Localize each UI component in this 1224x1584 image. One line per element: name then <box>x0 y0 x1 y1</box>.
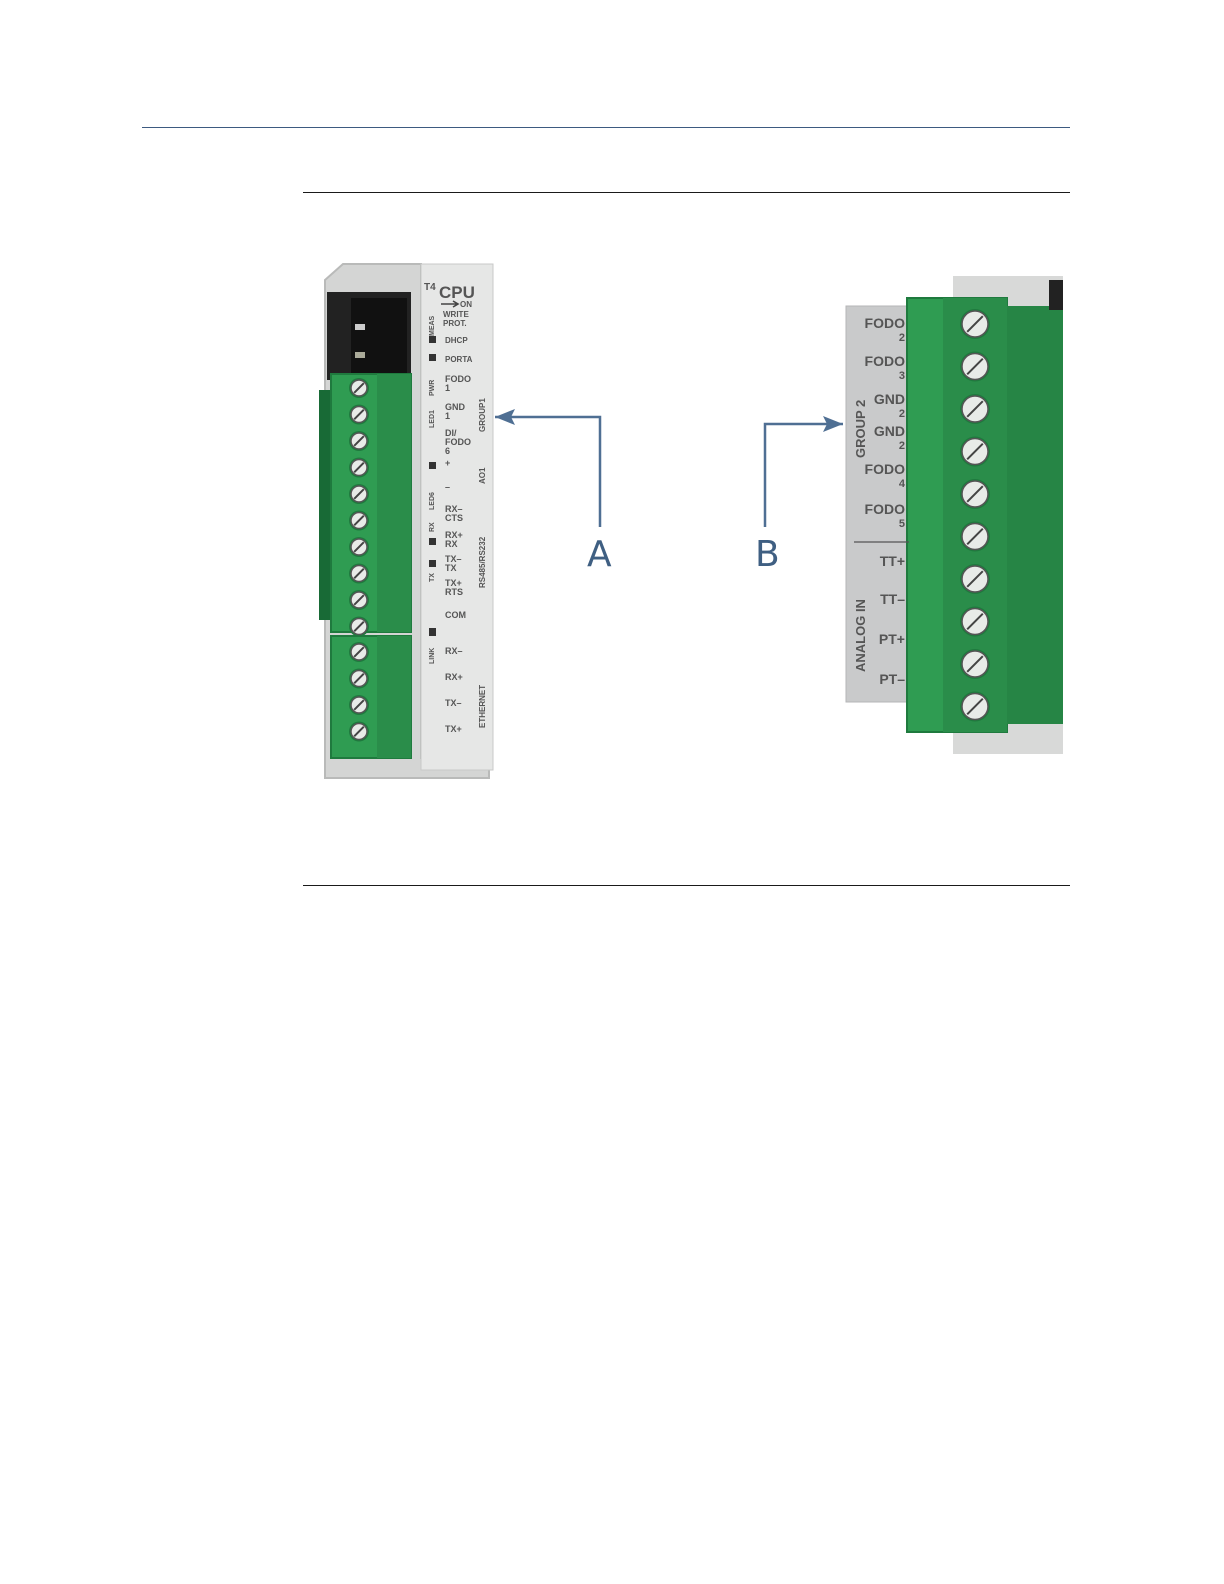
terminal-screw[interactable] <box>349 537 369 557</box>
cpu-terminal-label: TX– <box>445 698 462 708</box>
cpu-terminal-label: TX+ <box>445 724 462 734</box>
cpu-terminal-label: 1 <box>445 411 450 421</box>
cpu-ethernet-label: ETHERNET <box>478 685 487 728</box>
cpu-porta-label: PORTA <box>445 355 473 364</box>
terminal-screw[interactable] <box>960 437 990 467</box>
callout-a-line <box>495 417 600 527</box>
cpu-dhcp-label: DHCP <box>445 336 468 345</box>
callout-b-line <box>765 424 843 527</box>
terminal-diagram: T4 CPU ON WRITE PROT. MEAS DHCP PORTA PW… <box>303 240 1070 800</box>
led-icon <box>429 538 436 545</box>
io-module: FODO2FODO3GND2GND2FODO4FODO5TT+TT–PT+PT–… <box>846 276 1063 754</box>
terminal-screw[interactable] <box>349 722 369 742</box>
module-terminal-sublabel: 5 <box>899 518 905 530</box>
terminal-screw[interactable] <box>960 522 990 552</box>
terminal-screw[interactable] <box>349 642 369 662</box>
led-icon <box>429 560 436 567</box>
terminal-screw[interactable] <box>349 458 369 478</box>
cpu-write-label: WRITE <box>443 310 469 319</box>
module-analog-label: ANALOG IN <box>853 599 868 672</box>
led-icon <box>429 336 436 343</box>
cpu-terminal-label: RX <box>445 539 458 549</box>
module-terminal-label: GND <box>874 391 905 407</box>
module-terminal-label: FODO <box>865 315 906 331</box>
terminal-screw[interactable] <box>349 511 369 531</box>
module-terminal-label: PT+ <box>879 631 905 647</box>
cpu-meas-label: MEAS <box>429 315 436 336</box>
terminal-screw[interactable] <box>960 692 990 722</box>
module-terminal-label: FODO <box>865 461 906 477</box>
cpu-led-led6-label: LED6 <box>429 492 436 510</box>
cpu-led-led-label: LED1 <box>429 410 436 428</box>
figure-top-rule <box>303 192 1070 193</box>
terminal-screw[interactable] <box>960 394 990 424</box>
cpu-led-rx-label: RX <box>429 522 436 532</box>
terminal-screw[interactable] <box>960 564 990 594</box>
terminal-screw[interactable] <box>960 607 990 637</box>
cpu-rs-label: RS485/RS232 <box>478 536 487 588</box>
cpu-slot-label: T4 <box>424 282 436 293</box>
cpu-prot-label: PROT. <box>443 319 467 328</box>
cpu-terminal-label: + <box>445 458 450 468</box>
module-terminal-label: TT– <box>880 591 905 607</box>
terminal-screw[interactable] <box>349 431 369 451</box>
module-group-label: GROUP 2 <box>853 400 868 458</box>
module-terminal-sublabel: 2 <box>899 332 905 344</box>
module-terminal-label: FODO <box>865 501 906 517</box>
terminal-screw[interactable] <box>349 405 369 425</box>
terminal-screw[interactable] <box>349 590 369 610</box>
cpu-terminal-label: RX– <box>445 646 463 656</box>
cpu-terminal-label: TX <box>445 563 457 573</box>
cpu-terminal-label: RX+ <box>445 672 463 682</box>
terminal-screw[interactable] <box>960 309 990 339</box>
cpu-terminal-label: – <box>445 482 450 492</box>
module-terminal-sublabel: 2 <box>899 440 905 452</box>
figure-bottom-rule <box>303 885 1070 886</box>
cpu-on-label: ON <box>460 300 472 309</box>
cpu-terminal-label: 6 <box>445 446 450 456</box>
led-icon <box>429 628 436 636</box>
callout-a: A <box>587 534 612 575</box>
cpu-terminal-label: COM <box>445 610 466 620</box>
cpu-ao-label: AO1 <box>478 467 487 484</box>
module-terminal-label: TT+ <box>880 553 905 569</box>
header-rule <box>142 127 1070 128</box>
terminal-screw[interactable] <box>349 378 369 398</box>
terminal-screw[interactable] <box>349 564 369 584</box>
module-terminal-sublabel: 4 <box>899 478 906 490</box>
module-terminal-label: PT– <box>879 671 905 687</box>
figure-terminal-blocks: T4 CPU ON WRITE PROT. MEAS DHCP PORTA PW… <box>303 240 1070 800</box>
module-terminal-sublabel: 2 <box>899 408 905 420</box>
led-icon <box>429 462 436 469</box>
module-terminal-sublabel: 3 <box>899 370 905 382</box>
cpu-terminal-label: CTS <box>445 513 463 523</box>
cpu-module: T4 CPU ON WRITE PROT. MEAS DHCP PORTA PW… <box>319 264 493 778</box>
cpu-led-pwr-label: PWR <box>429 380 436 396</box>
terminal-screw[interactable] <box>349 617 369 637</box>
cpu-group-label: GROUP1 <box>478 398 487 432</box>
terminal-screw[interactable] <box>960 649 990 679</box>
led-icon <box>429 354 436 361</box>
cpu-terminal-label: RTS <box>445 587 463 597</box>
cpu-terminal-label: 1 <box>445 383 450 393</box>
terminal-screw[interactable] <box>349 484 369 504</box>
module-terminal-label: FODO <box>865 353 906 369</box>
terminal-screw[interactable] <box>960 352 990 382</box>
module-terminal-label: GND <box>874 423 905 439</box>
terminal-screw[interactable] <box>349 695 369 715</box>
cpu-led-tx-label: TX <box>429 573 436 582</box>
cpu-led-link-label: LINK <box>429 648 436 664</box>
terminal-screw[interactable] <box>960 479 990 509</box>
terminal-screw[interactable] <box>349 669 369 689</box>
callout-b: B <box>755 534 780 575</box>
